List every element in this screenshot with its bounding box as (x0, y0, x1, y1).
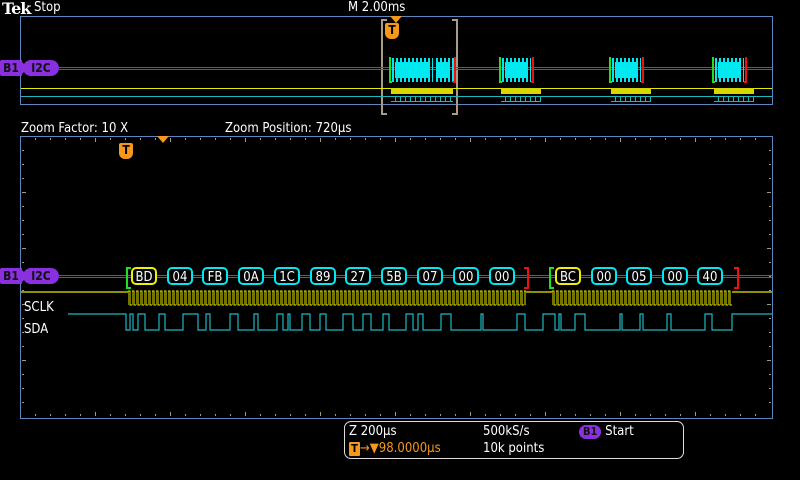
packet1-byte-1[interactable]: 04 (167, 267, 193, 285)
zoom-position-label: Zoom Position: 720µs (225, 121, 352, 136)
zoom-timebase: Z 200µs (349, 424, 397, 439)
zoom-digital-traces (21, 290, 772, 331)
sample-rate: 500kS/s (483, 424, 530, 439)
packet1-byte-5[interactable]: 89 (310, 267, 336, 285)
zoom-factor-label: Zoom Factor: 10 X (21, 121, 129, 136)
trigger-bus-badge: B1 (579, 425, 602, 439)
packet1-byte-10[interactable]: 00 (489, 267, 515, 285)
horizontal-scale[interactable]: M 2.00ms (348, 0, 406, 15)
packet2-start-bracket (549, 267, 554, 289)
zoom-bus-label[interactable]: I2C (23, 268, 59, 284)
trigger-icon: T (349, 442, 360, 456)
packet1-byte-3[interactable]: 0A (238, 267, 264, 285)
packet1-byte-2[interactable]: FB (202, 267, 228, 285)
packet2-byte-4[interactable]: 40 (697, 267, 723, 285)
packet2-byte-3[interactable]: 00 (662, 267, 688, 285)
packet1-byte-9[interactable]: 00 (453, 267, 479, 285)
acquisition-status[interactable]: Stop (34, 0, 61, 15)
packet2-byte-1[interactable]: 00 (591, 267, 617, 285)
packet2-stop-bracket (734, 267, 739, 289)
trigger-delay[interactable]: T→▼98.0000µs (349, 441, 441, 456)
trigger-source[interactable]: B1 Start (579, 424, 634, 439)
zoom-trigger-marker-icon: T (119, 143, 133, 159)
packet2-byte-2[interactable]: 05 (626, 267, 652, 285)
overview-trigger-marker-icon: T (385, 23, 399, 39)
overview-bus-label[interactable]: I2C (23, 60, 59, 76)
channel-label-sclk: SCLK (24, 300, 54, 315)
overview-trigger-position-icon (390, 16, 402, 23)
zoom-bus-badge[interactable]: B1 (0, 268, 28, 284)
packet1-byte-6[interactable]: 27 (345, 267, 371, 285)
trigger-delay-value: →▼98.0000µs (360, 441, 441, 456)
acquisition-readout-panel[interactable]: Z 200µs 500kS/s B1 Start T→▼98.0000µs 10… (344, 421, 684, 459)
overview-bus-badge[interactable]: B1 (0, 60, 28, 76)
tek-logo: Tek (2, 0, 31, 18)
zoom-bus-line (59, 275, 772, 278)
packet1-byte-8[interactable]: 07 (417, 267, 443, 285)
packet1-byte-4[interactable]: 1C (274, 267, 300, 285)
zoom-graticule-ticks (22, 138, 771, 416)
packet2-byte-0[interactable]: BC (555, 267, 581, 285)
zoom-trigger-position-icon (157, 136, 169, 143)
record-length: 10k points (483, 441, 545, 456)
packet1-byte-0[interactable]: BD (131, 267, 157, 285)
packet1-byte-7[interactable]: 5B (381, 267, 407, 285)
packet1-stop-bracket (524, 267, 529, 289)
packet1-start-bracket (126, 267, 131, 289)
trigger-type: Start (605, 424, 634, 439)
overview-packet-groups (389, 57, 754, 102)
channel-label-sda: SDA (24, 322, 49, 337)
